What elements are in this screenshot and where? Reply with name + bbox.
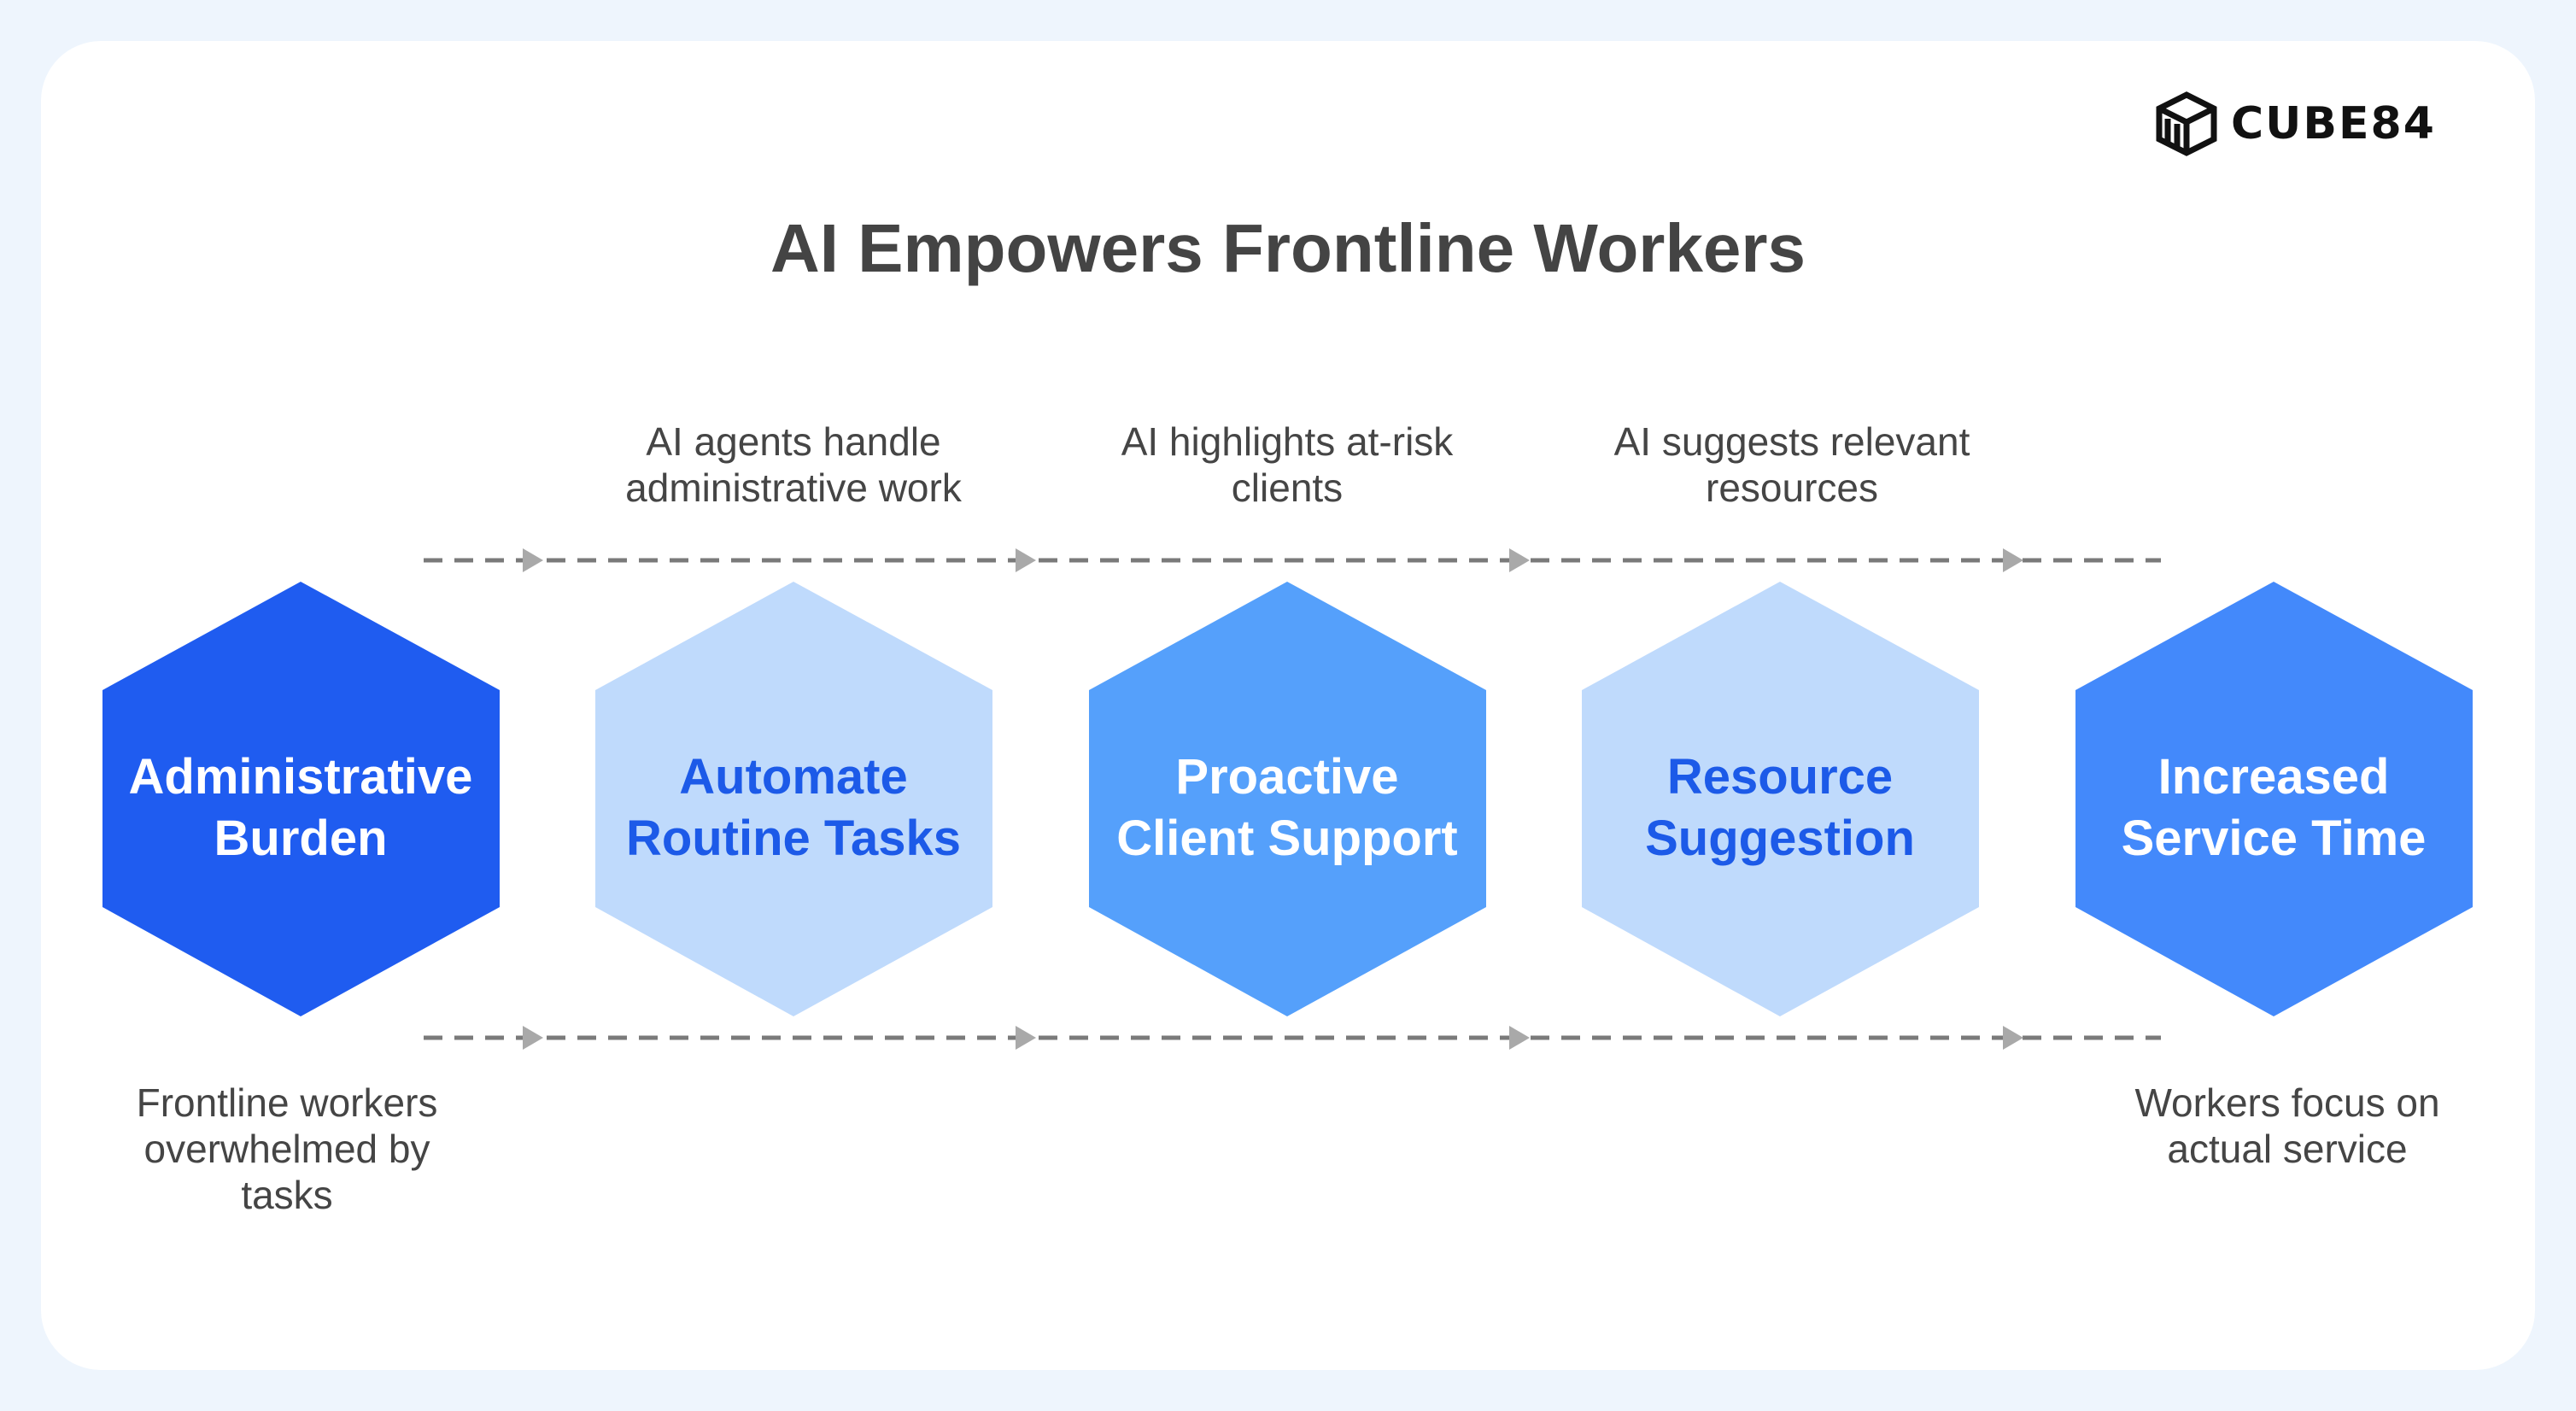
label-line: Suggestion <box>1645 811 1915 866</box>
logo-text: CUBE84 <box>2231 98 2436 149</box>
annotation-line: administrative work <box>625 465 962 510</box>
label-line: Automate <box>679 749 908 805</box>
label-line: Client Support <box>1116 811 1458 866</box>
note-line: Workers focus on <box>2134 1080 2440 1125</box>
label-line: Proactive <box>1175 749 1399 805</box>
diagram-title: AI Empowers Frontline Workers <box>770 210 1806 286</box>
arrow-top-2 <box>1016 548 1036 572</box>
annotation-line: AI suggests relevant <box>1613 419 1970 464</box>
hexagon-proactive-client-support <box>1089 582 1486 1016</box>
label-line: Routine Tasks <box>625 811 962 866</box>
note-line: overwhelmed by <box>143 1127 430 1171</box>
end-note: Workers focus on actual service <box>2048 1080 2526 1172</box>
arrow-bottom-3 <box>1509 1026 1530 1050</box>
label-line: Service Time <box>2121 811 2427 866</box>
note-line: actual service <box>2167 1127 2408 1171</box>
hexagon-automate-routine-tasks <box>595 582 992 1016</box>
annotation-resource: AI suggests relevant resources <box>1553 419 2031 511</box>
cube-logo-icon <box>2156 91 2217 156</box>
annotation-automate: AI agents handle administrative work <box>554 419 1033 511</box>
label-line: Increased <box>2157 749 2390 805</box>
label-increased-service-time: Increased Service Time <box>2077 746 2470 869</box>
label-proactive-client-support: Proactive Client Support <box>1091 746 1484 869</box>
arrow-top-4 <box>2003 548 2023 572</box>
hexagon-resource-suggestion <box>1582 582 1979 1016</box>
annotation-line: AI agents handle <box>646 419 941 464</box>
label-automate-routine-tasks: Automate Routine Tasks <box>597 746 990 869</box>
annotation-line: resources <box>1706 465 1878 510</box>
annotation-line: AI highlights at-risk <box>1121 419 1454 464</box>
hexagon-administrative-burden <box>102 582 500 1016</box>
note-line: Frontline workers <box>136 1080 438 1125</box>
label-resource-suggestion: Resource Suggestion <box>1584 746 1976 869</box>
hexagon-increased-service-time <box>2075 582 2473 1016</box>
arrow-bottom-2 <box>1016 1026 1036 1050</box>
arrow-bottom-4 <box>2003 1026 2023 1050</box>
logo: CUBE84 <box>2152 85 2436 162</box>
arrow-bottom-1 <box>523 1026 543 1050</box>
note-line: tasks <box>241 1173 333 1217</box>
label-line: Resource <box>1666 749 1894 805</box>
annotation-line: clients <box>1231 465 1344 510</box>
label-administrative-burden: Administrative Burden <box>104 746 497 869</box>
start-note: Frontline workers overwhelmed by tasks <box>48 1080 526 1218</box>
label-line: Burden <box>214 811 388 866</box>
arrow-top-1 <box>523 548 543 572</box>
label-line: Administrative <box>128 749 473 805</box>
annotation-proactive: AI highlights at-risk clients <box>1048 419 1526 511</box>
arrow-top-3 <box>1509 548 1530 572</box>
